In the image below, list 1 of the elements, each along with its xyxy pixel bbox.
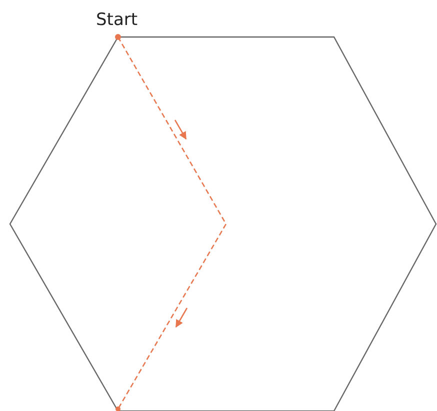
start-label: Start — [96, 10, 138, 30]
